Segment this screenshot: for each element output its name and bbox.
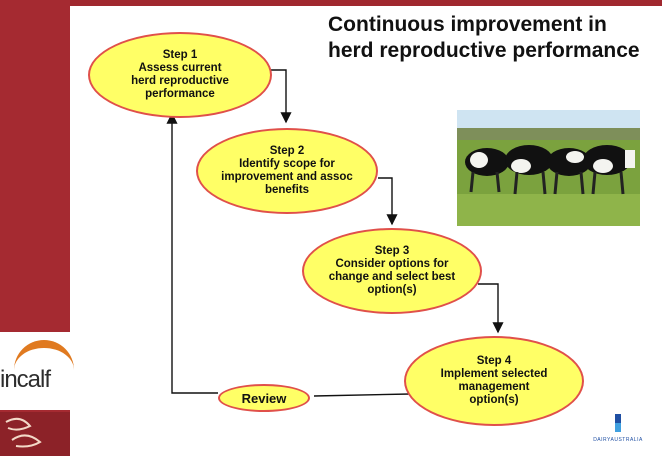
connector-step4-review bbox=[313, 393, 411, 397]
step-1-label: Step 1 bbox=[162, 49, 198, 61]
connector-review-step1 bbox=[166, 112, 218, 394]
step-1-line: herd reproductive bbox=[131, 75, 229, 87]
step-1-line: Assess current bbox=[138, 62, 222, 74]
step-2-line: improvement and assoc bbox=[221, 171, 353, 183]
connector-step2-step3 bbox=[378, 177, 398, 226]
review-node: Review bbox=[218, 384, 310, 412]
step-2-label: Step 2 bbox=[269, 145, 305, 157]
cows-photo bbox=[457, 110, 640, 226]
step-4-line: management bbox=[458, 381, 530, 393]
dairy-australia-icon bbox=[615, 414, 621, 432]
step-4-label: Step 4 bbox=[476, 355, 512, 367]
step-4-line: Implement selected bbox=[440, 368, 548, 380]
step-3-node: Step 3 Consider options for change and s… bbox=[302, 228, 482, 314]
dairy-australia-text: DAIRYAUSTRALIA bbox=[593, 437, 643, 443]
step-4-line: option(s) bbox=[469, 394, 519, 406]
dairy-australia-logo: DAIRYAUSTRALIA bbox=[588, 414, 648, 443]
connector-step3-step4 bbox=[478, 283, 504, 334]
step-4-node: Step 4 Implement selected management opt… bbox=[404, 336, 584, 426]
incalf-logo: incalf bbox=[0, 366, 51, 393]
step-1-line: performance bbox=[145, 88, 215, 100]
top-bar bbox=[0, 0, 662, 6]
step-3-label: Step 3 bbox=[374, 245, 410, 257]
step-3-line: option(s) bbox=[367, 284, 417, 296]
step-3-line: change and select best bbox=[328, 271, 456, 283]
step-1-node: Step 1 Assess current herd reproductive … bbox=[88, 32, 272, 118]
incalf-logo-arc bbox=[14, 340, 74, 380]
step-2-line: benefits bbox=[264, 184, 310, 196]
step-2-line: Identify scope for bbox=[239, 158, 335, 170]
bottom-swirl-graphic bbox=[0, 412, 70, 456]
step-2-node: Step 2 Identify scope for improvement an… bbox=[196, 128, 378, 214]
page-title: Continuous improvement in herd reproduct… bbox=[328, 13, 640, 62]
step-3-line: Consider options for bbox=[335, 258, 449, 270]
connector-step1-step2 bbox=[270, 69, 292, 124]
